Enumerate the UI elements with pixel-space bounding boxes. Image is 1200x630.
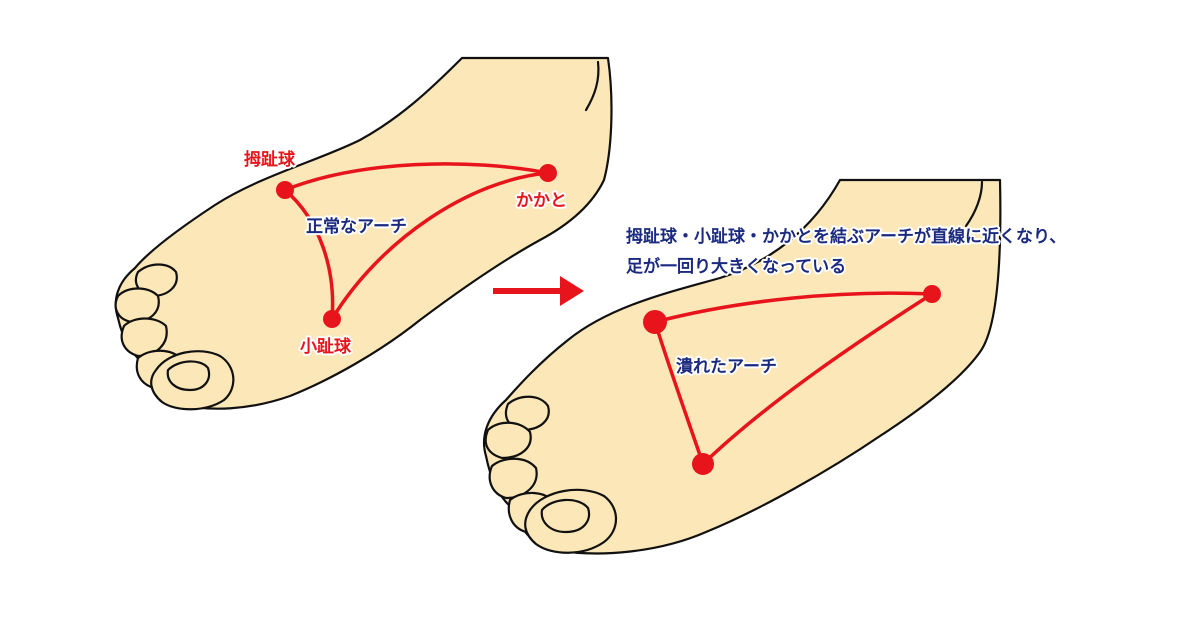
normal-arch-line-side — [283, 188, 335, 321]
transition-arrow — [493, 276, 584, 306]
normal-big-toe-nail — [166, 360, 211, 392]
collapsed-little-toe — [504, 395, 550, 432]
collapsed-description-line-2: 足が一回り大きくなっている — [626, 256, 846, 277]
collapsed-fourth-toe — [484, 421, 532, 460]
normal-ankle-line — [584, 60, 600, 112]
label-heel: かかと — [516, 191, 567, 211]
label-normal-arch: 正常なアーチ — [306, 216, 407, 237]
normal-arch-line-inner — [330, 171, 550, 321]
little-toe-ball-point — [323, 310, 341, 328]
arrow-head — [560, 276, 584, 306]
label-collapsed-arch: 潰れたアーチ — [676, 356, 777, 377]
normal-arch-line-top — [283, 162, 550, 192]
collapsed-arch-line-top — [653, 291, 934, 324]
label-little-toe-ball: 小趾球 — [300, 336, 352, 357]
collapsed-big-toe-nail — [540, 498, 591, 534]
normal-third-toe — [120, 317, 168, 358]
normal-fourth-toe — [114, 287, 160, 324]
collapsed-heel-point — [923, 285, 941, 303]
label-big-toe-ball: 拇趾球 — [244, 149, 296, 170]
collapsed-big-toe-ball-point — [643, 310, 667, 334]
collapsed-ankle-line — [964, 180, 984, 228]
collapsed-arch-line-side — [653, 320, 705, 466]
normal-foot-illustration: 拇趾球 かかと 小趾球 正常なアーチ — [114, 56, 613, 411]
collapsed-foot-illustration: 潰れたアーチ — [482, 178, 1002, 555]
collapsed-little-toe-ball-point — [692, 453, 714, 475]
collapsed-arch-line-inner — [701, 292, 934, 466]
big-toe-ball-point — [276, 181, 294, 199]
collapsed-third-toe — [488, 457, 538, 500]
heel-point — [539, 164, 557, 182]
collapsed-description-line-1: 拇趾球・小趾球・かかとを結ぶアーチが直線に近くなり、 — [626, 226, 1066, 247]
